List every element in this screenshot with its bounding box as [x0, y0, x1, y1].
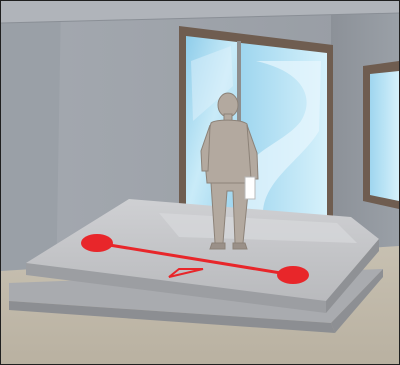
side-window-glass — [370, 71, 399, 201]
sensor-right-dot — [277, 266, 309, 284]
document-icon — [245, 177, 255, 199]
sensor-left-dot — [81, 234, 113, 252]
